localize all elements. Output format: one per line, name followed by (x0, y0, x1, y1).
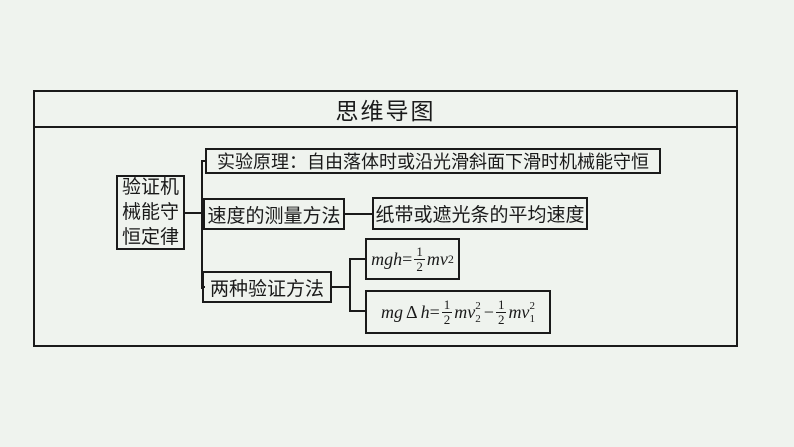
branch-methods-node: 两种验证方法 (202, 271, 332, 303)
connector-root-trunk (185, 212, 203, 214)
formula2-term2-sub: 1 (529, 313, 535, 325)
connector-methods-split (332, 286, 350, 288)
branch-velocity-child-node: 纸带或遮光条的平均速度 (372, 197, 588, 230)
formula1-exponent: 2 (447, 252, 454, 266)
formula2-minus: − (483, 301, 494, 322)
panel-title: 思维导图 (335, 98, 436, 124)
formula2-h: h (420, 301, 430, 322)
connector-formula1-stub (349, 258, 365, 260)
root-node-line3: 恒定律 (121, 227, 179, 248)
formula2-term1-sub: 2 (475, 313, 481, 325)
connector-formula2-stub (349, 310, 365, 312)
formula2-frac2-den: 2 (495, 311, 507, 327)
root-node: 验证机 械能守 恒定律 (116, 175, 185, 250)
root-node-line2: 械能守 (121, 202, 179, 223)
mindmap-canvas: 验证机 械能守 恒定律 实验原理：自由落体时或沿光滑斜面下滑时机械能守恒 速度的… (35, 128, 736, 345)
branch-principle-node: 实验原理：自由落体时或沿光滑斜面下滑时机械能守恒 (205, 148, 661, 174)
formula2-term2-sup: 2 (529, 300, 535, 313)
formula1-equals: = (402, 248, 413, 269)
formula2-equals: = (429, 301, 440, 322)
connector-trunk-vertical (201, 161, 203, 289)
mindmap-panel: 思维导图 验证机 械能守 恒定律 实验原理：自由落体时或沿光滑斜面下滑时机械能守… (33, 90, 738, 347)
formula2-frac1-num: 1 (443, 296, 451, 312)
formula1-frac-den: 2 (414, 258, 425, 274)
panel-header: 思维导图 (35, 92, 736, 128)
formula2-term2: mv (508, 301, 530, 322)
formula2-frac1-den: 2 (441, 311, 453, 327)
formula1-lhs: mgh (371, 248, 403, 269)
connector-branch1-stub (201, 160, 207, 162)
formula2-delta: Δ (406, 301, 418, 322)
formula2-mg: mg (381, 301, 404, 322)
connector-split-vertical (349, 258, 351, 312)
formula1-frac-num: 1 (416, 243, 423, 259)
formula1-rhs: mv (426, 248, 448, 269)
connector-velocity-child (345, 213, 372, 215)
formula2-frac2-num: 1 (497, 296, 505, 312)
root-node-line1: 验证机 (121, 177, 179, 198)
branch-velocity-node: 速度的测量方法 (203, 198, 345, 230)
formula2-term1: mv (454, 301, 476, 322)
formula2-term1-sup: 2 (475, 300, 481, 313)
